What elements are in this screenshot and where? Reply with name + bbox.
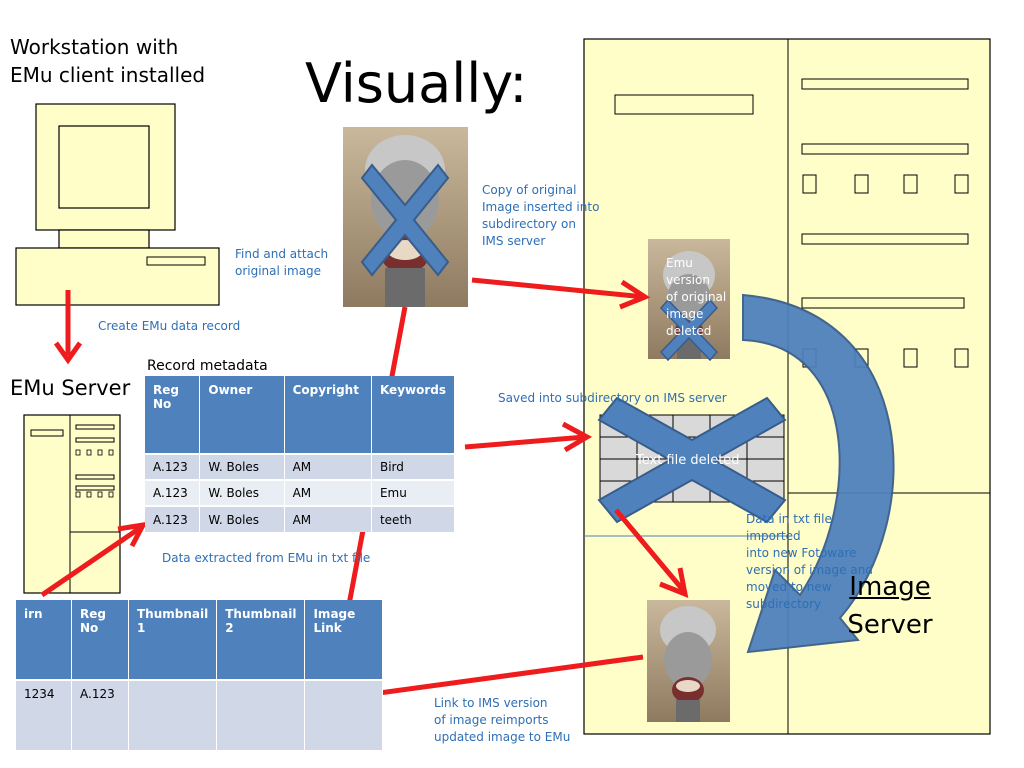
arrow-photo-to-copy: [471, 277, 646, 300]
table-row: A.123 W. Boles AM Bird: [145, 453, 456, 480]
arrow-table-to-txt: [464, 434, 586, 450]
emu-header-image-link: Image Link: [304, 600, 383, 680]
table-cell: [304, 679, 383, 750]
meta-header-keywords: Keywords: [371, 376, 456, 454]
emu-copy-cross: [659, 298, 719, 362]
table-cell: W. Boles: [199, 479, 285, 506]
emu-header-regno: Reg No: [71, 600, 129, 680]
table-row: 1234 A.123: [16, 679, 383, 750]
table-cell: A.123: [71, 679, 129, 750]
emu-header-thumbnail2: Thumbnail 2: [216, 600, 306, 680]
table-row: A.123 W. Boles AM Emu: [145, 479, 456, 506]
emu-header-thumbnail1: Thumbnail 1: [128, 600, 218, 680]
workstation-computer: [15, 103, 220, 306]
table-cell: A.123: [145, 453, 201, 480]
table-cell: A.123: [145, 479, 201, 506]
text-file-cross: [597, 396, 787, 524]
arrow-txt-to-fotoware-head: [659, 567, 689, 599]
meta-header-regno: Reg No: [145, 376, 201, 454]
arrow-table-to-txt-head: [561, 421, 593, 453]
meta-header-copyright: Copyright: [284, 376, 372, 454]
table-cell: Emu: [371, 479, 456, 506]
table-cell: teeth: [371, 505, 456, 532]
image-server-label: Image Server: [835, 568, 945, 644]
table-cell: [128, 679, 218, 750]
arrow-ws-to-server-head: [53, 341, 83, 365]
emu-header-irn: irn: [16, 600, 72, 680]
image-server-label-line1: Image: [849, 572, 931, 602]
meta-header-owner: Owner: [199, 376, 285, 454]
note-copy-original: Copy of original Image inserted into sub…: [482, 183, 600, 248]
arrow-emu-to-table-head: [117, 521, 148, 548]
table-cell: Bird: [371, 453, 456, 480]
note-data-extracted: Data extracted from EMu in txt file: [162, 551, 371, 565]
table-row: A.123 W. Boles AM teeth: [145, 505, 456, 532]
table-cell: AM: [284, 505, 372, 532]
arrow-emu-to-table: [40, 525, 142, 598]
table-cell: AM: [284, 453, 372, 480]
table-cell: [216, 679, 306, 750]
curved-blue-arrow: [742, 293, 895, 654]
table-cell: 1234: [16, 679, 72, 750]
table-cell: W. Boles: [199, 453, 285, 480]
table-cell: AM: [284, 479, 372, 506]
image-server-label-line2: Server: [847, 610, 933, 640]
note-saved-into: Saved into subdirectory on IMS server: [498, 391, 727, 405]
note-data-imported: Data in txt file imported into new Fotow…: [746, 512, 873, 611]
emu-server-label: EMu Server: [10, 376, 131, 400]
note-find-attach: Find and attach original image: [235, 247, 329, 278]
emu-server-tower: [23, 414, 121, 594]
table-cell: W. Boles: [199, 505, 285, 532]
slide-title: Visually:: [305, 52, 528, 115]
emu-record-table: irn Reg No Thumbnail 1 Thumbnail 2 Image…: [16, 600, 383, 750]
arrow-txt-to-fotoware: [614, 508, 685, 592]
note-create-record: Create EMu data record: [98, 319, 241, 333]
record-metadata-label: Record metadata: [147, 358, 268, 374]
record-metadata-table: Reg No Owner Copyright Keywords A.123 W.…: [145, 376, 456, 532]
original-photo-cross: [360, 163, 450, 277]
arrow-photo-to-copy-head: [619, 279, 651, 310]
table-cell: A.123: [145, 505, 201, 532]
note-link-reimports: Link to IMS version of image reimports u…: [434, 696, 571, 744]
arrow-fotoware-to-link: [349, 654, 644, 700]
fotoware-emu-photo: [647, 600, 730, 722]
workstation-label: Workstation with EMu client installed: [10, 35, 206, 87]
note-text-file-deleted: Text file deleted: [636, 453, 740, 468]
note-emu-version-deleted: Emu version of original image deleted: [666, 256, 727, 338]
